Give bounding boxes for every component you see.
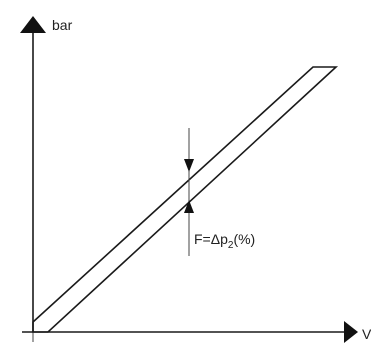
y-axis-arrowhead — [20, 16, 46, 33]
upper-arrowhead — [184, 159, 194, 172]
pressure-band — [32, 66, 339, 333]
band-width-suffix: (%) — [233, 231, 255, 247]
x-axis-label: V — [362, 326, 371, 342]
y-axis-label: bar — [52, 17, 73, 33]
lower-arrowhead — [184, 200, 194, 213]
band-width-label: F=Δp2(%) — [194, 231, 255, 251]
band-width-subscript: 2 — [228, 240, 234, 251]
band-width-prefix: F=Δp — [194, 231, 228, 247]
x-axis-arrowhead — [344, 321, 358, 343]
